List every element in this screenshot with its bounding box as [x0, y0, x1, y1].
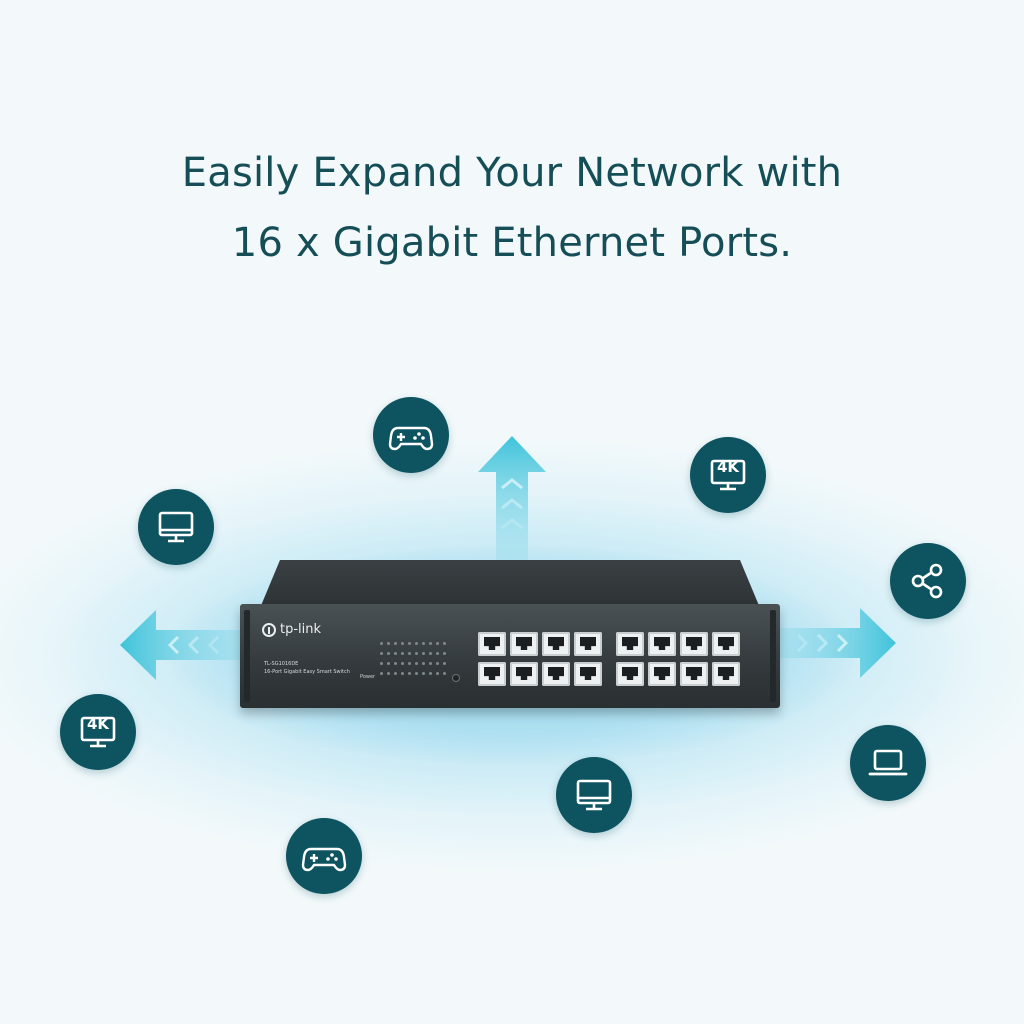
- status-led: [415, 652, 418, 655]
- status-led: [387, 642, 390, 645]
- monitor-icon: [556, 757, 632, 833]
- status-led: [380, 642, 383, 645]
- status-led: [443, 642, 446, 645]
- ethernet-port: [616, 662, 644, 686]
- switch-top: [260, 560, 760, 608]
- ethernet-port: [478, 632, 506, 656]
- arrow-up-icon: [478, 436, 546, 566]
- status-led: [436, 672, 439, 675]
- status-led: [436, 652, 439, 655]
- reset-button: [452, 674, 460, 682]
- 4k-badge: 4K: [86, 715, 110, 733]
- status-led: [380, 662, 383, 665]
- status-led: [408, 652, 411, 655]
- 4k-monitor-icon: 4K: [60, 694, 136, 770]
- ethernet-port: [574, 662, 602, 686]
- ethernet-port: [574, 632, 602, 656]
- status-led: [401, 652, 404, 655]
- ethernet-port: [510, 662, 538, 686]
- status-led: [429, 672, 432, 675]
- ethernet-port: [542, 662, 570, 686]
- status-led: [429, 662, 432, 665]
- status-led: [387, 652, 390, 655]
- ethernet-port: [680, 662, 708, 686]
- headline: Easily Expand Your Network with 16 x Gig…: [0, 138, 1024, 278]
- ethernet-port: [680, 632, 708, 656]
- power-label: Power: [360, 674, 376, 680]
- laptop-icon: [850, 725, 926, 801]
- share-icon: [890, 543, 966, 619]
- ethernet-port: [648, 632, 676, 656]
- status-led: [443, 662, 446, 665]
- 4k-badge: 4K: [716, 458, 740, 476]
- ethernet-port: [712, 632, 740, 656]
- status-led: [408, 672, 411, 675]
- brand-name: tp-link: [280, 622, 322, 637]
- status-led: [443, 652, 446, 655]
- model-number: TL-SG1016DE: [264, 661, 299, 667]
- tp-link-logo-icon: [262, 622, 276, 637]
- status-led: [422, 662, 425, 665]
- status-led: [394, 662, 397, 665]
- status-led: [387, 662, 390, 665]
- status-led: [429, 642, 432, 645]
- status-led: [415, 662, 418, 665]
- ethernet-ports: [478, 626, 740, 696]
- status-led: [394, 642, 397, 645]
- led-panel: [380, 638, 450, 686]
- gamepad-icon: [373, 397, 449, 473]
- ethernet-port: [712, 662, 740, 686]
- model-label: TL-SG1016DE 16-Port Gigabit Easy Smart S…: [264, 660, 350, 676]
- status-led: [436, 642, 439, 645]
- status-led: [443, 672, 446, 675]
- monitor-icon: [138, 489, 214, 565]
- headline-line-1: Easily Expand Your Network with: [181, 150, 843, 196]
- status-led: [394, 672, 397, 675]
- status-led: [380, 672, 383, 675]
- switch-front-panel: tp-link TL-SG1016DE 16-Port Gigabit Easy…: [240, 604, 780, 708]
- ethernet-port: [478, 662, 506, 686]
- status-led: [408, 662, 411, 665]
- status-led: [415, 672, 418, 675]
- arrow-right-icon: [768, 608, 896, 678]
- arrow-left-icon: [120, 610, 260, 680]
- status-led: [422, 652, 425, 655]
- status-led: [429, 652, 432, 655]
- status-led: [387, 672, 390, 675]
- status-led: [401, 642, 404, 645]
- ethernet-port: [542, 632, 570, 656]
- status-led: [408, 642, 411, 645]
- model-description: 16-Port Gigabit Easy Smart Switch: [264, 669, 350, 675]
- status-led: [394, 652, 397, 655]
- network-switch: tp-link TL-SG1016DE 16-Port Gigabit Easy…: [240, 560, 780, 710]
- 4k-monitor-icon: 4K: [690, 437, 766, 513]
- gamepad-icon: [286, 818, 362, 894]
- ethernet-port: [648, 662, 676, 686]
- status-led: [380, 652, 383, 655]
- status-led: [401, 662, 404, 665]
- headline-line-2: 16 x Gigabit Ethernet Ports.: [231, 220, 793, 266]
- ethernet-port: [616, 632, 644, 656]
- status-led: [422, 672, 425, 675]
- status-led: [401, 672, 404, 675]
- status-led: [415, 642, 418, 645]
- ethernet-port: [510, 632, 538, 656]
- status-led: [436, 662, 439, 665]
- status-led: [422, 642, 425, 645]
- brand-logo: tp-link: [262, 622, 321, 637]
